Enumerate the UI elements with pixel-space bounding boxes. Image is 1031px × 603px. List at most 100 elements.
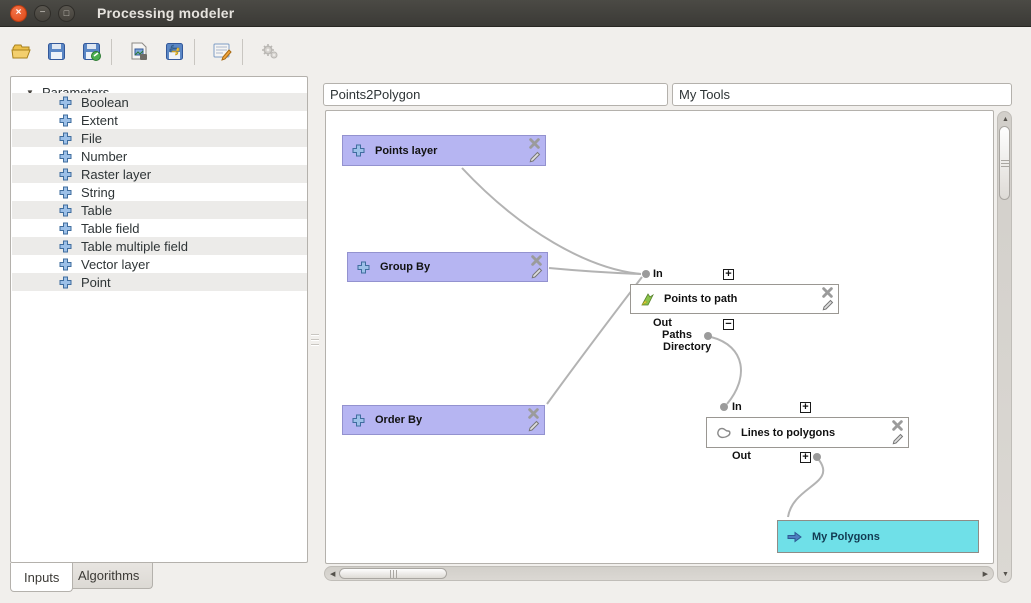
tree-item-file[interactable]: File xyxy=(12,129,307,147)
delete-node-icon[interactable] xyxy=(529,138,540,149)
port-label-in: In xyxy=(732,401,742,413)
node-my-polygons[interactable]: My Polygons xyxy=(777,520,979,553)
add-input-icon xyxy=(59,204,72,217)
model-group-input[interactable] xyxy=(672,83,1012,106)
edit-model-help-button[interactable] xyxy=(208,38,236,66)
toolbar xyxy=(0,28,1031,75)
export-as-image-button[interactable] xyxy=(125,38,153,66)
delete-node-icon[interactable] xyxy=(892,420,903,431)
toolbar-separator xyxy=(242,38,243,65)
tree-item-extent[interactable]: Extent xyxy=(12,111,307,129)
node-label: Points layer xyxy=(375,144,438,157)
delete-node-icon[interactable] xyxy=(822,287,833,298)
port-dot-in-linestopolygons[interactable] xyxy=(720,403,728,411)
tree-item-table[interactable]: Table xyxy=(12,201,307,219)
thumb-grip xyxy=(1000,159,1009,167)
save-model-as-button[interactable] xyxy=(77,38,105,66)
minimize-button[interactable]: − xyxy=(34,4,51,22)
add-input-icon xyxy=(59,276,72,289)
panel-splitter-handle[interactable] xyxy=(311,322,321,358)
edit-node-icon[interactable] xyxy=(528,420,540,432)
tree-item-label: Extent xyxy=(81,112,118,128)
node-label: Lines to polygons xyxy=(741,426,836,439)
tree-item-label: Raster layer xyxy=(81,166,152,182)
delete-node-icon[interactable] xyxy=(531,255,542,266)
vertical-scrollbar[interactable]: ▲ ▼ xyxy=(997,111,1012,583)
scroll-down-icon[interactable]: ▼ xyxy=(1002,571,1009,578)
add-parameter-icon xyxy=(352,144,365,157)
tree-item-raster-layer[interactable]: Raster layer xyxy=(12,165,307,183)
tab-algorithms[interactable]: Algorithms xyxy=(64,563,154,589)
tree-item-table-multiple-field[interactable]: Table multiple field xyxy=(12,237,307,255)
expand-inputs-button[interactable]: + xyxy=(800,402,811,413)
add-input-icon xyxy=(59,150,72,163)
edit-node-icon[interactable] xyxy=(892,433,904,445)
save-as-python-script-button[interactable] xyxy=(160,38,188,66)
tree-item-label: Boolean xyxy=(81,94,129,110)
points-to-path-icon xyxy=(640,292,654,306)
tab-inputs[interactable]: Inputs xyxy=(10,563,74,592)
tab-inputs-label: Inputs xyxy=(24,569,60,585)
horizontal-scrollbar[interactable]: ◀ ▶ xyxy=(324,566,994,581)
delete-node-icon[interactable] xyxy=(528,408,539,419)
tree-item-label: File xyxy=(81,130,102,146)
scroll-up-icon[interactable]: ▲ xyxy=(1002,116,1009,123)
model-canvas[interactable]: Points layer Group By Order By In + xyxy=(325,110,994,564)
close-button[interactable]: × xyxy=(10,4,27,22)
port-dot-in-pointstopath[interactable] xyxy=(642,270,650,278)
tree-item-table-field[interactable]: Table field xyxy=(12,219,307,237)
plus-glyph: + xyxy=(725,268,732,280)
open-folder-icon xyxy=(11,44,31,58)
save-model-button[interactable] xyxy=(42,38,70,66)
run-model-button[interactable] xyxy=(256,38,284,66)
maximize-icon: □ xyxy=(63,7,70,18)
horizontal-scrollbar-thumb[interactable] xyxy=(339,568,447,579)
expander-icon[interactable]: ▼ xyxy=(26,87,34,97)
tree-item-label: Point xyxy=(81,274,111,290)
expand-inputs-button[interactable]: + xyxy=(723,269,734,280)
tree-item-string[interactable]: String xyxy=(12,183,307,201)
edit-node-icon[interactable] xyxy=(822,299,834,311)
connection-edges xyxy=(461,167,825,518)
tree-item-number[interactable]: Number xyxy=(12,147,307,165)
edit-node-icon[interactable] xyxy=(531,267,543,279)
open-model-button[interactable] xyxy=(7,38,35,66)
run-gears-icon xyxy=(262,43,278,58)
model-name-input[interactable] xyxy=(323,83,668,106)
edge-out-to-mypolygons xyxy=(787,459,825,518)
add-input-icon xyxy=(59,186,72,199)
minimize-icon: − xyxy=(39,7,46,18)
node-order-by[interactable]: Order By xyxy=(342,405,545,435)
port-dot-out-linestopolygons[interactable] xyxy=(813,453,821,461)
node-points-to-path[interactable]: Points to path xyxy=(630,284,839,314)
tree-item-point[interactable]: Point xyxy=(12,273,307,291)
scroll-right-icon[interactable]: ▶ xyxy=(982,571,988,578)
node-group-by[interactable]: Group By xyxy=(347,252,548,282)
tree-item-boolean[interactable]: Boolean xyxy=(12,93,307,111)
titlebar: × − □ Processing modeler xyxy=(0,0,1031,27)
edge-paths-to-linestopolygons xyxy=(710,336,742,405)
tree-item-vector-layer[interactable]: Vector layer xyxy=(12,255,307,273)
scroll-left-icon[interactable]: ◀ xyxy=(330,571,336,578)
minus-glyph: − xyxy=(725,318,732,330)
edit-node-icon[interactable] xyxy=(529,151,541,163)
add-input-icon xyxy=(59,258,72,271)
tree-item-label: String xyxy=(81,184,115,200)
vertical-scrollbar-thumb[interactable] xyxy=(999,126,1010,200)
tree-item-label: Table multiple field xyxy=(81,238,188,254)
close-icon: × xyxy=(15,7,22,18)
maximize-button[interactable]: □ xyxy=(58,4,75,22)
window-title: Processing modeler xyxy=(97,5,235,21)
export-image-icon xyxy=(131,42,147,60)
port-dot-paths-out[interactable] xyxy=(704,332,712,340)
node-label: Points to path xyxy=(664,293,738,305)
port-label-directory: Directory xyxy=(663,341,712,353)
python-script-icon xyxy=(165,43,183,60)
tree-item-label: Table field xyxy=(81,220,140,236)
expand-outputs-button[interactable]: + xyxy=(800,452,811,463)
node-points-layer[interactable]: Points layer xyxy=(342,135,546,166)
collapse-outputs-button[interactable]: − xyxy=(723,319,734,330)
port-label-out: Out xyxy=(732,450,751,462)
node-lines-to-polygons[interactable]: Lines to polygons xyxy=(706,417,909,448)
